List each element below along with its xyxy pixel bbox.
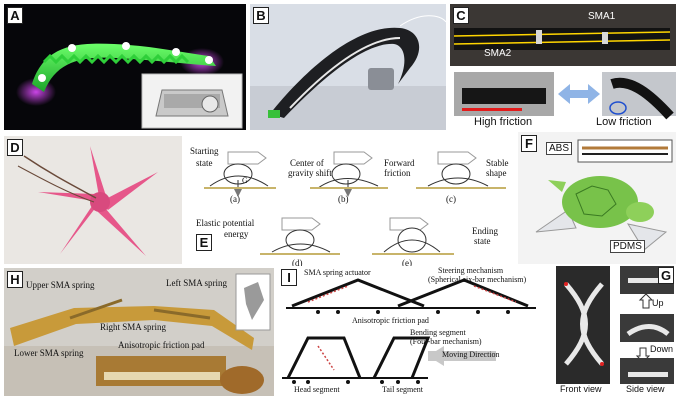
state-label-a: state [196, 158, 213, 168]
sma-spring-robot-photo [4, 273, 274, 396]
caption-d: (d) [292, 258, 303, 268]
panel-f-letter: F [521, 135, 537, 152]
panel-h-letter: H [7, 271, 23, 288]
panel-g-letter: G [658, 267, 674, 284]
snake-mechanism-diagram [282, 278, 536, 384]
pdms-label: PDMS [610, 240, 645, 253]
panel-i: I SMA spring actuator Steering mechanism… [278, 266, 546, 396]
panel-c-letter: C [453, 7, 469, 24]
ending-label: Ending [472, 226, 498, 236]
bending-label-2: (Four-bar mechanism) [410, 337, 482, 346]
panel-c: C SMA1 SMA2 High friction Low friction [450, 4, 676, 130]
right-sma-label: Right SMA spring [100, 322, 167, 332]
panel-a-letter: A [7, 7, 23, 24]
caption-e: (e) [402, 258, 412, 268]
panel-e: Starting state G Center of gravity shift… [188, 136, 514, 270]
energy-label: energy [224, 229, 249, 239]
turtle-robot-photo [535, 139, 673, 251]
shape-label: shape [486, 168, 507, 178]
moving-direction-label: Moving Direction [442, 350, 500, 359]
soft-robot-photo [16, 42, 243, 129]
panel-b-letter: B [253, 7, 269, 24]
head-segment-label: Head segment [294, 385, 340, 394]
panel-i-letter: I [281, 269, 297, 286]
gravity-shift-label: gravity shift [288, 168, 332, 178]
side-view-label: Side view [626, 384, 665, 394]
panel-f: F ABS PDMS [518, 132, 676, 264]
steering-label-1: Steering mechanism [438, 266, 504, 275]
arch-robot-photo [250, 15, 446, 130]
high-friction-label: High friction [474, 116, 533, 128]
abs-label: ABS [546, 142, 573, 155]
caption-a: (a) [230, 194, 240, 204]
ending-state-label: state [474, 236, 491, 246]
lower-sma-label: Lower SMA spring [14, 348, 84, 358]
panel-a: A [4, 4, 246, 130]
upper-sma-label: Upper SMA spring [26, 280, 95, 290]
elastic-label: Elastic potential [196, 218, 255, 228]
front-view-label: Front view [560, 384, 602, 394]
panel-e-letter: E [196, 234, 212, 251]
steering-label-2: (Spherical six-bar mechanism) [428, 275, 527, 284]
left-sma-label: Left SMA spring [166, 278, 228, 288]
panel-b: B [250, 4, 446, 130]
panel-d-letter: D [7, 139, 23, 156]
sma1-label: SMA1 [588, 11, 616, 22]
low-friction-label: Low friction [596, 116, 652, 128]
panel-d: D [4, 136, 182, 264]
starting-label: Starting [190, 146, 219, 156]
tail-segment-label: Tail segment [382, 385, 423, 394]
gait-views-photo [556, 266, 674, 384]
sma2-label: SMA2 [484, 48, 512, 59]
g-label: G [242, 176, 248, 185]
panel-g: G Up Down Front view Side view [552, 264, 676, 396]
actuator-label: SMA spring actuator [304, 268, 371, 277]
friction-label: friction [384, 168, 411, 178]
stable-label: Stable [486, 158, 509, 168]
pad-label: Anisotropic friction pad [352, 316, 429, 325]
panel-h: H Upper SMA spring Left SMA spring Right… [4, 268, 274, 396]
bending-label-1: Bending segment [410, 328, 466, 337]
caption-b: (b) [338, 194, 349, 204]
caption-c: (c) [446, 194, 456, 204]
crawling-state-diagram [204, 151, 506, 255]
down-label: Down [650, 344, 674, 354]
friction-pad-label: Anisotropic friction pad [118, 340, 205, 350]
forward-label: Forward [384, 158, 415, 168]
sma-friction-photo [450, 4, 676, 120]
up-label: Up [652, 298, 664, 308]
starfish-robot-photo [17, 146, 158, 256]
center-of-label: Center of [290, 158, 324, 168]
